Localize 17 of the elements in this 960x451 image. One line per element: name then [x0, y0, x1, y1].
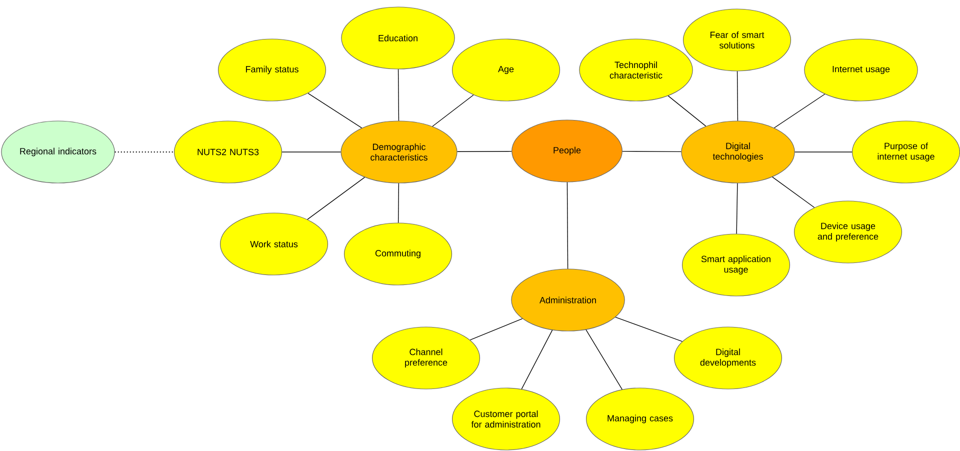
connector-line [456, 150, 512, 152]
connector-line [622, 150, 682, 152]
connector-line [736, 70, 738, 122]
connector-line [586, 329, 622, 390]
connector-line [566, 182, 568, 270]
connector-line [307, 176, 365, 220]
connector-line [398, 68, 400, 122]
connector-line [736, 182, 738, 234]
connector-line [308, 92, 362, 128]
connector-line [774, 94, 826, 128]
connector-line [521, 330, 553, 390]
connector-line [615, 316, 683, 342]
connector-line [470, 318, 523, 340]
connector-line [668, 95, 706, 127]
connector-line [772, 176, 815, 208]
connector-line [432, 94, 474, 127]
connector-line [398, 182, 400, 224]
